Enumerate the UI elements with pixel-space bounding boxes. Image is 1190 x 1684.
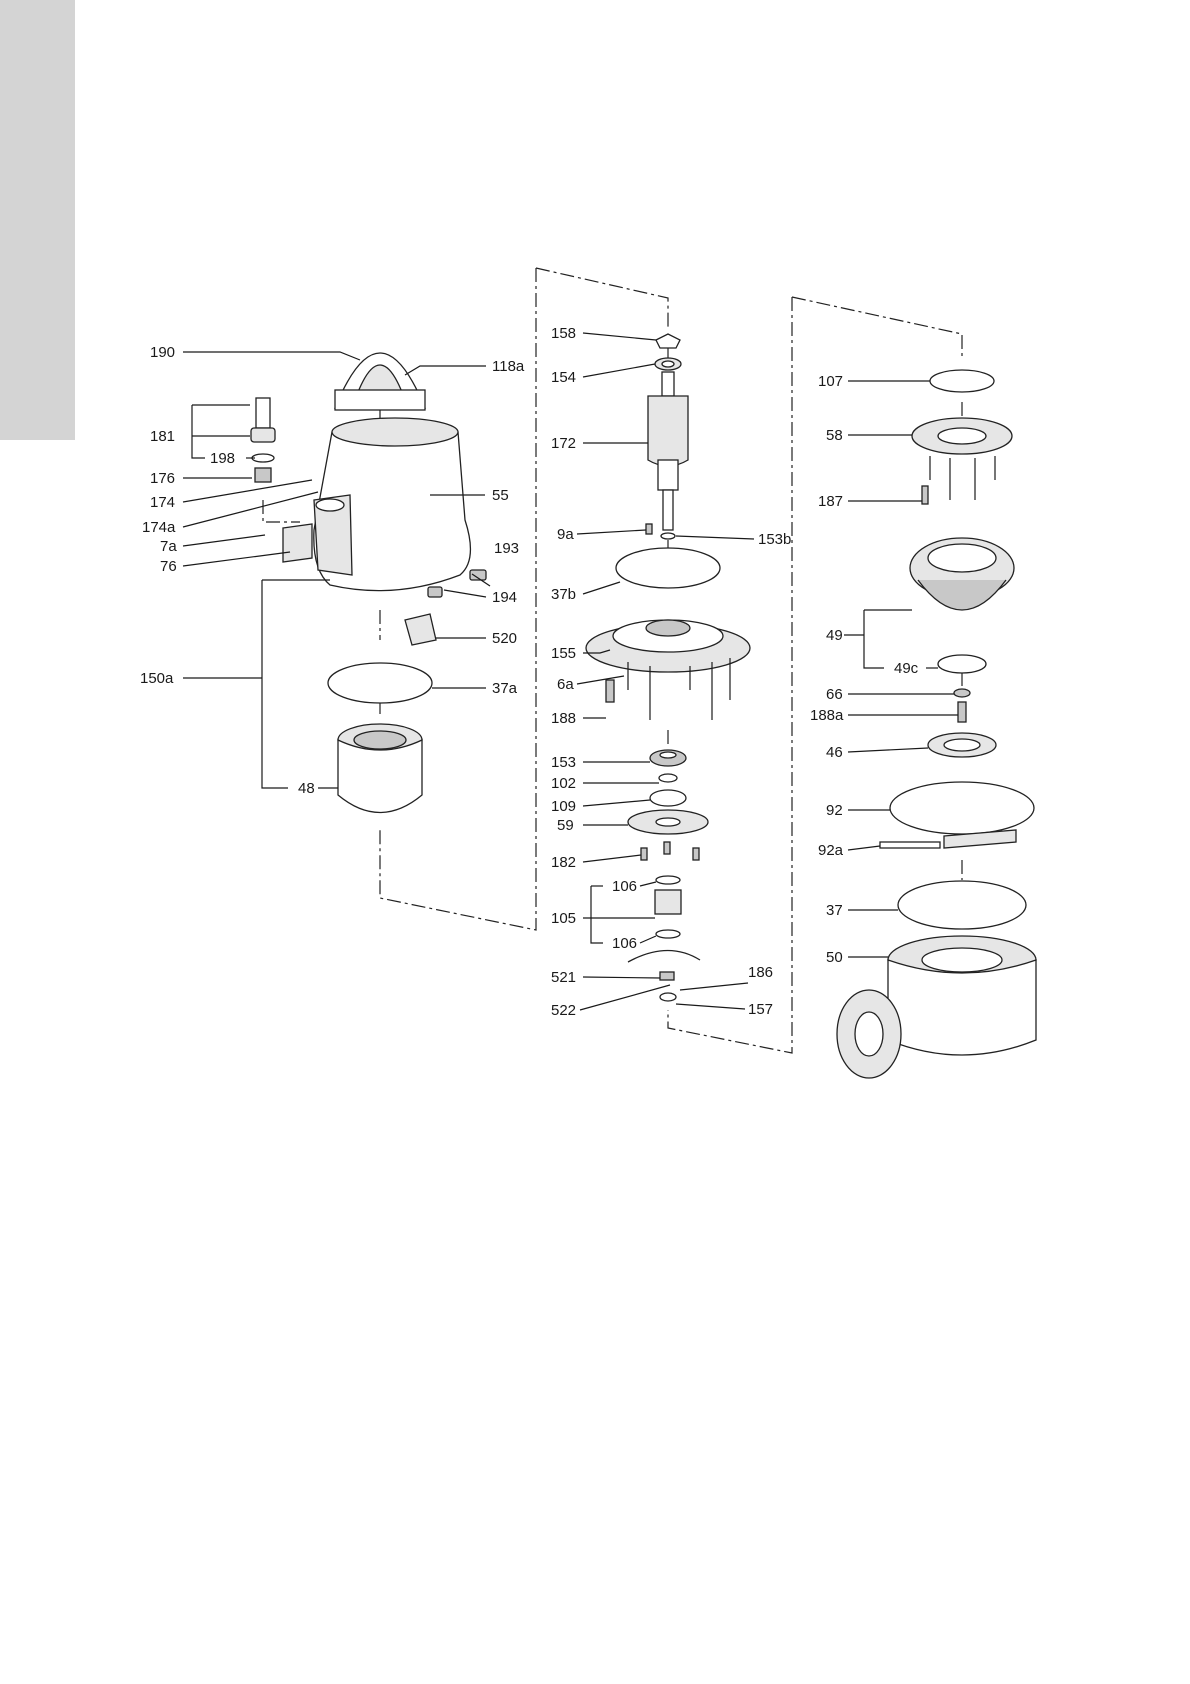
- label-118a: 118a: [492, 358, 525, 375]
- label-106-lower: 106: [612, 935, 637, 952]
- part-172-rotor: [648, 372, 688, 530]
- label-190: 190: [150, 344, 175, 361]
- label-92a: 92a: [818, 842, 844, 859]
- label-158: 158: [551, 325, 576, 342]
- label-106-upper: 106: [612, 878, 637, 895]
- part-105-shaft-seal: [655, 876, 681, 938]
- label-6a: 6a: [557, 676, 574, 693]
- label-109: 109: [551, 798, 576, 815]
- label-198: 198: [210, 450, 235, 467]
- part-48-stator: [338, 724, 422, 813]
- label-102: 102: [551, 775, 576, 792]
- part-107-o-ring: [930, 370, 994, 392]
- part-55-motor-housing: [314, 418, 471, 591]
- part-155-bearing-flange: [586, 620, 750, 720]
- label-193: 193: [494, 540, 519, 557]
- label-58: 58: [826, 427, 843, 444]
- label-176: 176: [150, 470, 175, 487]
- label-55: 55: [492, 487, 509, 504]
- part-102-o-ring: [659, 774, 677, 782]
- label-522: 522: [551, 1002, 576, 1019]
- label-9a: 9a: [557, 526, 574, 543]
- part-520-terminal: [405, 614, 436, 645]
- part-76-plate: [283, 524, 312, 562]
- label-76: 76: [160, 558, 177, 575]
- label-107: 107: [818, 373, 843, 390]
- label-37a: 37a: [492, 680, 518, 697]
- label-59: 59: [557, 817, 574, 834]
- part-66-washer: [954, 689, 970, 697]
- label-155: 155: [551, 645, 576, 662]
- label-154: 154: [551, 369, 576, 386]
- label-46: 46: [826, 744, 843, 761]
- part-109-o-ring: [650, 790, 686, 806]
- part-49c-ring: [938, 655, 986, 673]
- part-158-cap: [656, 334, 680, 348]
- label-49c: 49c: [894, 660, 919, 677]
- label-153: 153: [551, 754, 576, 771]
- label-105: 105: [551, 910, 576, 927]
- part-49-impeller: [910, 538, 1014, 610]
- part-190-lifting-bracket: [335, 353, 425, 428]
- label-37b: 37b: [551, 586, 576, 603]
- label-66: 66: [826, 686, 843, 703]
- part-182-screws: [641, 842, 699, 860]
- part-153-bearing: [650, 750, 686, 766]
- part-92-clamp: [880, 782, 1034, 848]
- part-181-cable-entry: [251, 398, 275, 482]
- label-520: 520: [492, 630, 517, 647]
- part-187-screw: [922, 486, 928, 504]
- part-37b-o-ring: [616, 548, 720, 588]
- label-188a: 188a: [810, 707, 844, 724]
- label-194: 194: [492, 589, 517, 606]
- part-37a-o-ring: [328, 663, 432, 703]
- label-92: 92: [826, 802, 843, 819]
- label-37: 37: [826, 902, 843, 919]
- part-59-seal-flange: [628, 810, 708, 834]
- part-188a-bolt: [958, 702, 966, 722]
- part-46-wear-ring: [928, 733, 996, 757]
- label-181: 181: [150, 428, 175, 445]
- label-187: 187: [818, 493, 843, 510]
- label-150a: 150a: [140, 670, 174, 687]
- label-174a: 174a: [142, 519, 176, 536]
- label-521: 521: [551, 969, 576, 986]
- label-174: 174: [150, 494, 175, 511]
- label-49: 49: [826, 627, 843, 644]
- label-153b: 153b: [758, 531, 791, 548]
- label-7a: 7a: [160, 538, 177, 555]
- label-50: 50: [826, 949, 843, 966]
- part-188-bolt: [606, 680, 614, 702]
- part-37-o-ring: [898, 881, 1026, 929]
- part-154-bearing: [655, 358, 681, 370]
- label-48: 48: [298, 780, 315, 797]
- label-188: 188: [551, 710, 576, 727]
- label-157: 157: [748, 1001, 773, 1018]
- label-182: 182: [551, 854, 576, 871]
- label-186: 186: [748, 964, 773, 981]
- label-172: 172: [551, 435, 576, 452]
